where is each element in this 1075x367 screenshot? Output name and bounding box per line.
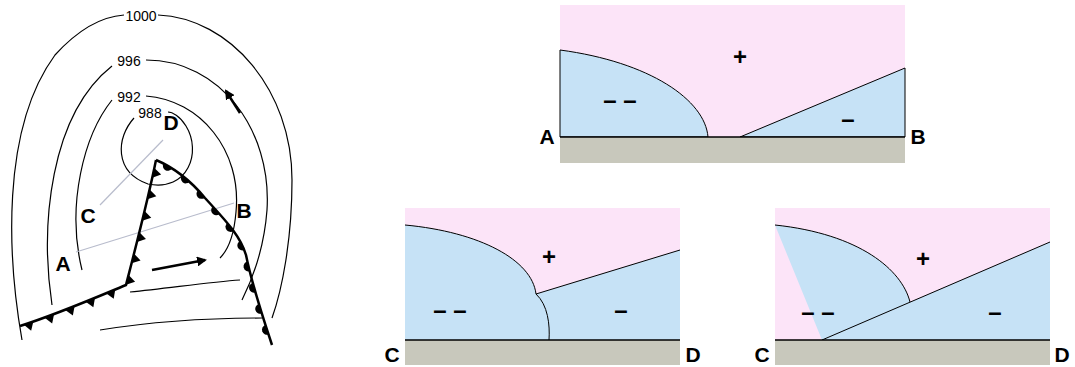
point-letter: B — [236, 200, 251, 221]
section-lines — [76, 140, 234, 252]
air-mass-sign: – – — [603, 88, 636, 112]
air-mass-sign: + — [916, 247, 930, 271]
air-mass-sign: – — [614, 298, 627, 322]
isobar-value: 1000 — [125, 9, 156, 23]
wind-arrows — [152, 91, 240, 270]
air-mass-sign: – – — [433, 298, 466, 322]
section-letter: C — [384, 344, 399, 365]
cross-section-cd-1 — [405, 208, 680, 365]
isobars — [12, 15, 292, 340]
section-letter: D — [685, 344, 700, 365]
air-mass-sign: + — [733, 45, 747, 69]
section-letter: A — [539, 126, 554, 147]
isobar-value: 996 — [117, 54, 140, 68]
cross-section-ab — [560, 5, 905, 163]
air-mass-sign: – – — [801, 300, 834, 324]
cross-section-cd-2 — [775, 208, 1050, 365]
isobar-value: 988 — [138, 106, 161, 120]
section-letter: D — [1054, 344, 1069, 365]
fronts — [20, 160, 272, 345]
air-mass-sign: – — [988, 300, 1001, 324]
air-mass-sign: + — [542, 245, 556, 269]
point-letter: A — [55, 253, 70, 274]
section-letter: C — [754, 344, 769, 365]
air-mass-sign: – — [841, 107, 854, 131]
section-letter: B — [910, 126, 925, 147]
point-letter: D — [163, 112, 178, 133]
point-letter: C — [80, 205, 95, 226]
isobar-value: 992 — [117, 90, 140, 104]
